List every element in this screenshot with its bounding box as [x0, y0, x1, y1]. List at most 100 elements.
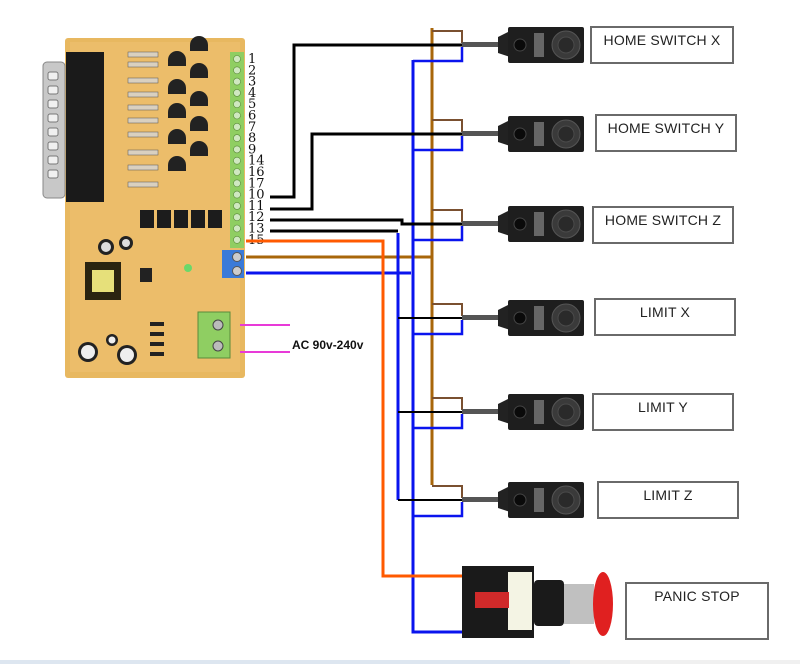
proximity-sensor-home-y	[498, 116, 584, 152]
pin-label-17: 17	[248, 176, 265, 191]
label-text: PANIC STOP	[654, 588, 740, 604]
pin-label-6: 6	[248, 109, 256, 124]
label-text: HOME SWITCH Z	[604, 212, 722, 228]
label-limit-y: LIMIT Y	[592, 393, 734, 431]
sensor-cable	[462, 131, 500, 136]
pin-label-14: 14	[248, 154, 265, 169]
label-limit-z: LIMIT Z	[597, 481, 739, 519]
resistor-array	[127, 51, 159, 188]
terminal-screw	[233, 77, 241, 86]
sensor-cable	[462, 221, 500, 226]
label-text: HOME SWITCH Y	[607, 120, 725, 136]
pin-label-5: 5	[248, 97, 256, 112]
terminal-screw	[233, 213, 241, 221]
sensor-blue-lead	[413, 226, 464, 242]
label-home-switch-z: HOME SWITCH Z	[592, 206, 734, 244]
ac-input-wires	[240, 324, 290, 353]
sensor-brown-lead	[432, 485, 463, 498]
pin-label-11: 11	[248, 199, 265, 214]
pin-label-1: 1	[248, 52, 256, 67]
sensors	[462, 27, 584, 518]
pin-label-9: 9	[248, 142, 256, 157]
terminal-screw	[233, 179, 241, 188]
label-text: LIMIT X	[639, 304, 691, 320]
pin-label-8: 8	[248, 131, 256, 146]
proximity-sensor-limit-z	[498, 482, 584, 518]
pin12-wire	[270, 218, 462, 226]
label-home-switch-x: HOME SWITCH X	[590, 26, 734, 64]
sensor-blue-lead	[413, 47, 464, 63]
ac-terminal-block	[197, 311, 231, 359]
sensor-brown-lead	[432, 303, 463, 316]
terminal-screw	[233, 224, 241, 233]
pin-label-16: 16	[248, 165, 265, 180]
terminal-screw	[233, 100, 241, 108]
transistor-array	[168, 36, 208, 171]
proximity-sensor-home-x	[498, 27, 584, 63]
sensor-cable	[462, 315, 500, 320]
capacitors	[78, 236, 137, 365]
label-home-switch-y: HOME SWITCH Y	[595, 114, 737, 152]
terminal-screw	[233, 156, 241, 165]
sensor-cable	[462, 409, 500, 414]
dc-power-terminal	[222, 250, 244, 278]
sensor-blue-lead	[413, 414, 464, 430]
transformer	[85, 262, 121, 300]
panic-stop-button	[462, 566, 613, 638]
sensor-blue-lead	[413, 136, 464, 152]
sensor-cable	[462, 42, 500, 47]
pin-label-2: 2	[248, 63, 256, 78]
terminal-screw	[233, 168, 241, 176]
pin-label-12: 12	[248, 210, 265, 225]
sensor-wire-loops	[413, 30, 464, 518]
optocoupler-array	[140, 210, 222, 228]
label-limit-x: LIMIT X	[594, 298, 736, 336]
bottom-divider	[0, 660, 570, 664]
power-led	[184, 264, 192, 272]
pin10-wire	[270, 43, 462, 199]
terminal-screw	[233, 134, 241, 142]
db25-connector	[42, 52, 104, 202]
pin-label-13: 13	[248, 222, 265, 237]
pin-label-3: 3	[248, 75, 256, 90]
label-text: HOME SWITCH X	[603, 32, 721, 48]
terminal-screw	[233, 202, 241, 210]
terminal-screw	[233, 236, 241, 244]
signal-wires	[270, 43, 462, 501]
pin11-wire	[270, 132, 462, 211]
proximity-sensor-limit-x	[498, 300, 584, 336]
bottom-divider-right	[570, 660, 800, 664]
terminal-screw	[233, 145, 241, 154]
terminal-screw	[233, 89, 241, 97]
sensor-brown-lead	[432, 209, 463, 222]
ground-bus-vertical	[411, 60, 470, 634]
signal-terminal-block	[230, 52, 244, 248]
pin-label-10: 10	[248, 188, 265, 203]
terminal-screw	[233, 190, 241, 199]
sensor-blue-lead	[413, 320, 464, 336]
diodes	[150, 322, 164, 356]
proximity-sensor-home-z	[498, 206, 584, 242]
pin-label-7: 7	[248, 120, 256, 135]
terminal-screw	[233, 66, 241, 75]
wire-buses	[246, 28, 470, 634]
sensor-brown-lead	[432, 119, 463, 132]
sensor-blue-lead	[413, 502, 464, 518]
pin-label-4: 4	[248, 86, 256, 101]
terminal-screw	[233, 55, 241, 63]
label-text: LIMIT Y	[638, 399, 688, 415]
estop-wire	[246, 239, 470, 578]
sensor-cable	[462, 497, 500, 502]
ic-chip	[140, 268, 152, 282]
terminal-screw	[233, 111, 241, 120]
breakout-board	[42, 36, 245, 378]
label-panic-stop: PANIC STOP	[625, 582, 769, 640]
ac-power-label: AC 90v-240v	[292, 338, 364, 352]
sensor-brown-lead	[432, 397, 463, 410]
label-text: LIMIT Z	[643, 487, 693, 503]
sensor-brown-lead	[432, 30, 463, 43]
terminal-screw	[233, 123, 241, 131]
proximity-sensor-limit-y	[498, 394, 584, 430]
